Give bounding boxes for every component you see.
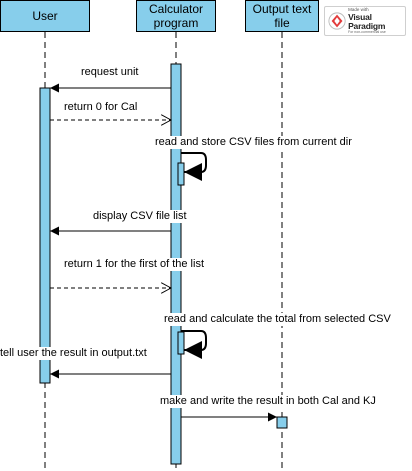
participant-user: User (0, 0, 90, 32)
watermark-line-2: Visual Paradigm (348, 12, 386, 31)
message-label-read-calc: read and calculate the total from select… (164, 313, 391, 326)
message-label-tell-user: tell user the result in output.txt (0, 347, 147, 360)
activation-output-file (276, 416, 288, 429)
watermark-line-3: For non-commercial use (348, 30, 386, 34)
message-label-return-1: return 1 for the first of the list (64, 258, 205, 271)
activation-calc-self-2 (177, 331, 185, 355)
visual-paradigm-logo-icon (328, 12, 346, 30)
arrow-self-read-calc (181, 330, 207, 359)
participant-calculator-program: Calculator program (136, 0, 216, 32)
watermark-line-1: Made with (348, 6, 369, 12)
message-label-display-list: display CSV file list (93, 210, 187, 223)
activation-calc-self-1 (177, 162, 185, 186)
message-label-return-0: return 0 for Cal (64, 101, 138, 114)
arrow-self-read-store (181, 152, 207, 181)
activation-user (39, 87, 51, 384)
message-label-make-write: make and write the result in both Cal an… (160, 395, 376, 408)
participant-output-text-file: Output text file (245, 0, 319, 32)
message-label-request-unit: request unit (81, 66, 139, 79)
message-label-read-store: read and store CSV files from current di… (155, 136, 352, 149)
visual-paradigm-watermark: Made with Visual Paradigm For non-commer… (324, 6, 406, 36)
